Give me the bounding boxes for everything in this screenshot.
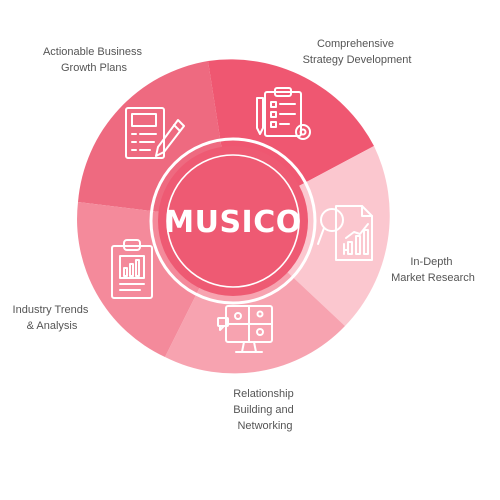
label-relationship-building-networking: Relationship Building and Networking — [233, 388, 297, 432]
clipboard-gear-icon — [256, 87, 311, 140]
segment-in-depth-market-research — [233, 146, 390, 326]
label-line: & Analysis — [27, 320, 78, 332]
label-in-depth-market-research: In-Depth Market Research — [391, 256, 475, 284]
label-line: Market Research — [391, 272, 475, 284]
clipboard-chart-icon — [111, 239, 153, 299]
label-actionable-business-growth-plans: Actionable Business Growth Plans — [43, 46, 145, 74]
video-call-monitor-icon — [217, 305, 273, 353]
label-line: Strategy Development — [303, 54, 412, 66]
center-disc — [158, 146, 308, 296]
label-line: Industry Trends — [13, 304, 89, 316]
label-line: Building and — [233, 404, 294, 416]
segment-relationship-building-networking — [165, 221, 345, 374]
labels-layer: Actionable Business Growth Plans Compreh… — [13, 38, 475, 432]
label-line: Actionable Business — [43, 46, 143, 58]
label-line: Comprehensive — [317, 38, 394, 50]
label-industry-trends-analysis: Industry Trends & Analysis — [13, 304, 92, 332]
label-line: In-Depth — [410, 256, 452, 268]
label-line: Networking — [237, 420, 292, 432]
label-comprehensive-strategy-development: Comprehensive Strategy Development — [303, 38, 412, 66]
center-hub: MUSICO — [149, 137, 317, 305]
center-outer-ring — [149, 137, 317, 305]
center-inner-ring — [166, 154, 300, 288]
label-line: Relationship — [233, 388, 294, 400]
center-title: MUSICO — [164, 205, 302, 240]
document-magnifier-chart-icon — [317, 205, 373, 261]
label-line: Growth Plans — [61, 62, 128, 74]
clipboard-pencil-icon — [125, 107, 185, 159]
